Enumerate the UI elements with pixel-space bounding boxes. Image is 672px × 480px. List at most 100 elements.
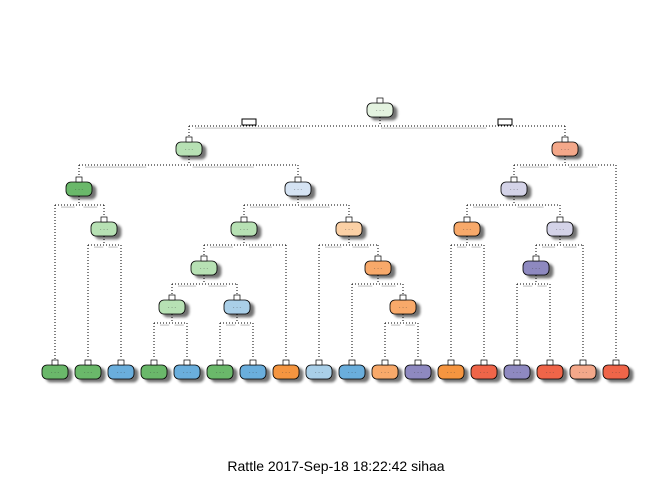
- split-node: · · ·: [230, 216, 258, 237]
- node-number-tab: [294, 176, 302, 183]
- split-node: · · ·: [223, 294, 251, 315]
- node-label: · · ·: [282, 370, 290, 376]
- node-number-tab: [117, 359, 125, 366]
- split-rule-text: [178, 285, 197, 287]
- node-number-tab: [345, 216, 353, 223]
- split-node: · · ·: [546, 216, 574, 237]
- node-label: · · ·: [249, 370, 257, 376]
- node-number-tab: [183, 359, 191, 366]
- node-number-tab: [51, 359, 59, 366]
- leaf-node: · · ·: [404, 359, 432, 380]
- node-number-tab: [532, 255, 540, 262]
- split-node: · · ·: [90, 216, 118, 237]
- node-label: · · ·: [185, 147, 193, 153]
- split-label-box: [497, 118, 513, 126]
- node-label: · · ·: [579, 370, 587, 376]
- node-label: · · ·: [216, 370, 224, 376]
- leaf-node: · · ·: [503, 359, 531, 380]
- split-rule-text: [61, 206, 75, 208]
- split-rule-text: [300, 206, 330, 208]
- node-number-tab: [376, 97, 384, 104]
- split-node: · · ·: [551, 136, 579, 157]
- node-label: · · ·: [463, 227, 471, 233]
- split-rule-text: [192, 166, 254, 168]
- node-number-tab: [480, 359, 488, 366]
- node-label: · · ·: [381, 370, 389, 376]
- node-label: · · ·: [183, 370, 191, 376]
- node-label: · · ·: [117, 370, 125, 376]
- split-rule-text: [542, 246, 556, 248]
- split-node: · · ·: [284, 176, 312, 197]
- node-number-tab: [510, 176, 518, 183]
- split-rule-text: [250, 206, 280, 208]
- node-number-tab: [315, 359, 323, 366]
- node-label: · · ·: [399, 305, 407, 311]
- split-node: · · ·: [522, 255, 550, 276]
- split-rule-text: [83, 206, 98, 208]
- split-rule-text: [405, 324, 415, 326]
- node-label: · · ·: [532, 266, 540, 272]
- split-rule-text: [94, 246, 104, 248]
- node-number-tab: [249, 359, 257, 366]
- split-node: · · ·: [158, 294, 186, 315]
- node-number-tab: [233, 294, 241, 301]
- node-number-tab: [513, 359, 521, 366]
- tree-nodes: · · · · · · · · · · · · · · · · · · · · · · · ·…: [41, 97, 630, 380]
- leaf-node: · · ·: [470, 359, 498, 380]
- split-rule-text: [381, 285, 396, 287]
- node-number-tab: [579, 359, 587, 366]
- split-rule-text: [249, 246, 272, 248]
- node-label: · · ·: [510, 187, 518, 193]
- split-node: · · ·: [65, 176, 93, 197]
- node-label: · · ·: [348, 370, 356, 376]
- leaf-node: · · ·: [107, 359, 135, 380]
- split-rule-text: [174, 324, 184, 326]
- split-rule-text: [208, 285, 227, 287]
- node-label: · · ·: [546, 370, 554, 376]
- split-rule-text: [563, 246, 577, 248]
- node-number-tab: [414, 359, 422, 366]
- split-node: · · ·: [366, 97, 394, 118]
- split-rule-text: [381, 127, 487, 129]
- node-label: · · ·: [200, 266, 208, 272]
- node-label: · · ·: [100, 227, 108, 233]
- node-label: · · ·: [315, 370, 323, 376]
- node-number-tab: [200, 255, 208, 262]
- leaf-node: · · ·: [305, 359, 333, 380]
- leaf-node: · · ·: [74, 359, 102, 380]
- node-label: · · ·: [84, 370, 92, 376]
- node-number-tab: [240, 216, 248, 223]
- node-label: · · ·: [233, 305, 241, 311]
- node-number-tab: [546, 359, 554, 366]
- leaf-node: · · ·: [371, 359, 399, 380]
- node-number-tab: [100, 216, 108, 223]
- node-number-tab: [150, 359, 158, 366]
- split-rule-text: [210, 246, 233, 248]
- node-label: · · ·: [168, 305, 176, 311]
- node-label: · · ·: [240, 227, 248, 233]
- split-rule-text: [195, 127, 301, 129]
- node-number-tab: [463, 216, 471, 223]
- leaf-node: · · ·: [437, 359, 465, 380]
- node-label: · · ·: [480, 370, 488, 376]
- split-rule-text: [325, 246, 342, 248]
- node-number-tab: [185, 136, 193, 143]
- node-number-tab: [216, 359, 224, 366]
- split-rule-text: [160, 324, 170, 326]
- leaf-node: · · ·: [338, 359, 366, 380]
- node-label: · · ·: [75, 187, 83, 193]
- split-rule-text: [457, 246, 467, 248]
- node-label: · · ·: [556, 227, 564, 233]
- node-label: · · ·: [376, 108, 384, 114]
- leaf-node: · · ·: [536, 359, 564, 380]
- node-label: · · ·: [414, 370, 422, 376]
- split-rule-text: [523, 285, 533, 287]
- split-node: · · ·: [335, 216, 363, 237]
- leaf-node: · · ·: [239, 359, 267, 380]
- node-label: · · ·: [150, 370, 158, 376]
- node-label: · · ·: [374, 266, 382, 272]
- split-rule-text: [537, 285, 547, 287]
- split-rule-text: [471, 246, 481, 248]
- node-number-tab: [168, 294, 176, 301]
